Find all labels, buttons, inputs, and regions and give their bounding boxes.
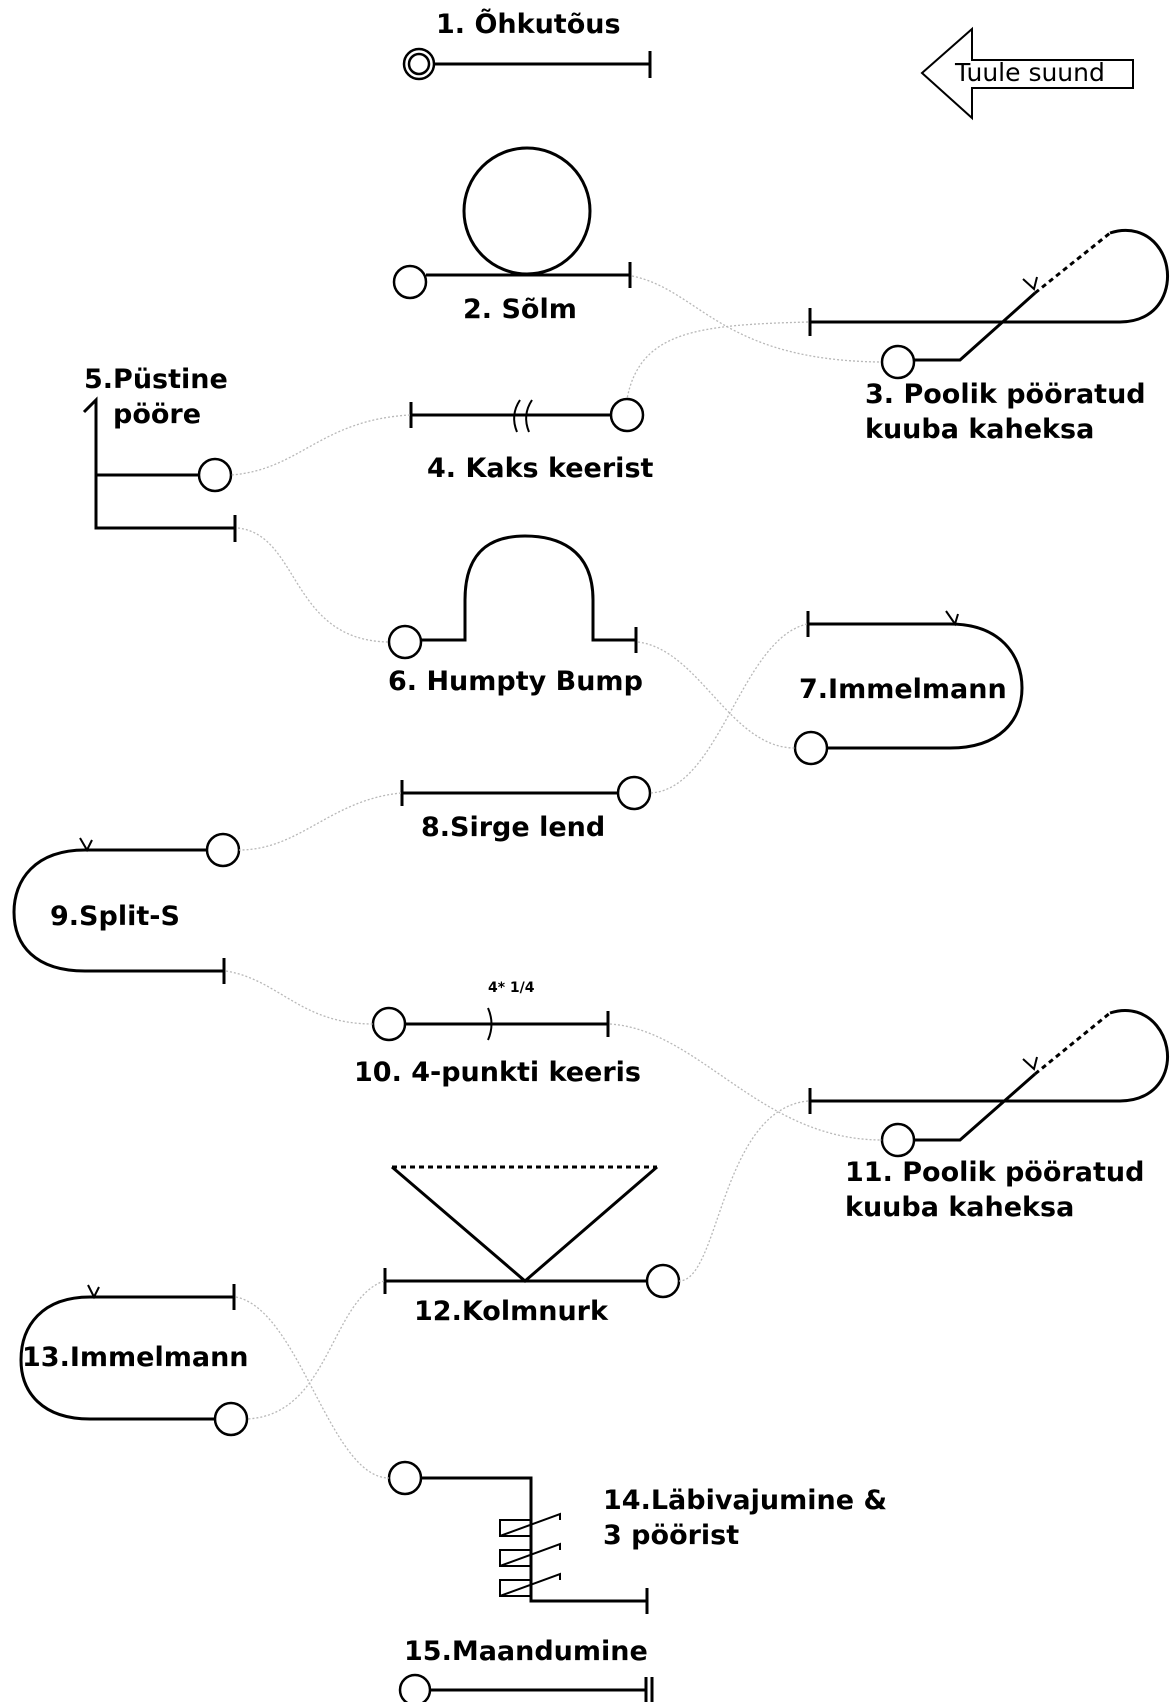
figure-7-label: 7.Immelmann — [799, 674, 1007, 705]
figure-15-label: 15.Maandumine — [404, 1636, 648, 1667]
figure-5-stall-turn: 5.Püstine pööre — [82, 364, 237, 542]
figure-2-loop: 2. Sõlm — [392, 146, 632, 325]
figure-6-label: 6. Humpty Bump — [388, 666, 643, 697]
figure-2-label: 2. Sõlm — [463, 294, 577, 325]
figure-8-label: 8.Sirge lend — [421, 812, 605, 843]
figure-15-landing: 15.Maandumine — [398, 1636, 654, 1702]
wind-direction-arrow: Tuule suund — [920, 26, 1134, 121]
figure-4-two-rolls: 4. Kaks keerist — [409, 397, 654, 484]
figure-13-label: 13.Immelmann — [22, 1342, 249, 1373]
figure-12-label: 12.Kolmnurk — [414, 1296, 609, 1327]
figure-9-label: 9.Split-S — [50, 901, 180, 932]
figure-11-label-line2: kuuba kaheksa — [845, 1192, 1074, 1223]
figure-3-label-line2: kuuba kaheksa — [865, 414, 1094, 445]
figure-11-reverse-half-cuban-eight: 11. Poolik pööratud kuuba kaheksa — [808, 1009, 1170, 1223]
figure-4-label: 4. Kaks keerist — [427, 453, 654, 484]
wind-direction-label: Tuule suund — [954, 58, 1105, 87]
figure-3-reverse-half-cuban-eight: 3. Poolik pööratud kuuba kaheksa — [808, 228, 1170, 445]
figure-10-four-point-roll: 4* 1/4 10. 4-punkti keeris — [354, 980, 641, 1088]
figure-connectors — [225, 275, 883, 1479]
figure-3-label-line1: 3. Poolik pööratud — [865, 379, 1146, 410]
figure-1-label: 1. Õhkutõus — [436, 8, 621, 40]
figure-12-triangle: 12.Kolmnurk — [383, 1165, 681, 1327]
figure-13-immelmann: 13.Immelmann — [19, 1284, 249, 1437]
figure-10-label: 10. 4-punkti keeris — [354, 1057, 641, 1088]
figure-14-label-line2: 3 pöörist — [603, 1520, 739, 1551]
figure-11-label-line1: 11. Poolik pööratud — [845, 1157, 1144, 1188]
figure-9-split-s: 9.Split-S — [12, 832, 241, 984]
figure-10-roll-note: 4* 1/4 — [488, 980, 535, 996]
figure-1-takeoff: 1. Õhkutõus — [402, 8, 652, 81]
figure-5-label-line1: 5.Püstine — [84, 364, 228, 395]
figure-5-label-line2: pööre — [113, 399, 201, 430]
figure-7-immelmann: 7.Immelmann — [793, 610, 1024, 766]
figure-6-humpty-bump: 6. Humpty Bump — [387, 534, 643, 697]
figure-8-straight-flight: 8.Sirge lend — [400, 775, 652, 843]
figure-14-label-line1: 14.Läbivajumine & — [603, 1485, 887, 1516]
figure-14-spin-three-turns: 14.Läbivajumine & 3 pöörist — [387, 1460, 887, 1614]
